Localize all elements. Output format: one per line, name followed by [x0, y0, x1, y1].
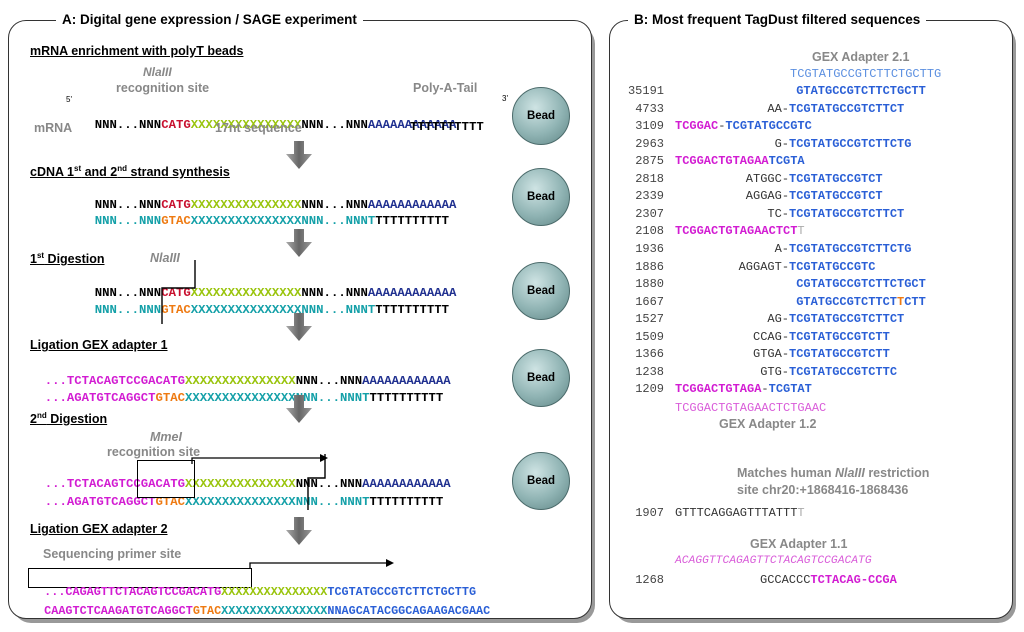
row-count: 2339 — [635, 189, 664, 204]
bead-icon: Bead — [512, 349, 570, 407]
row-count: 2818 — [635, 171, 664, 186]
section-4-title: Ligation GEX adapter 1 — [30, 338, 168, 352]
row-1268-seq: GCCACCCTCTACAG-CCGA — [760, 573, 897, 587]
row-sequence: TCGGAC-TCGTATGCCGTC — [675, 119, 812, 134]
down-arrow-icon — [286, 229, 312, 257]
lig1-bottom-strand: ...AGATGTCAGGCTGTACXXXXXXXXXXXXXXXNNN...… — [44, 391, 444, 405]
down-arrow-icon — [286, 395, 312, 423]
row-count: 2108 — [635, 224, 664, 239]
row-count: 2963 — [635, 136, 664, 151]
row-sequence: TCGGACTGTAGA-TCGTAT — [675, 382, 812, 397]
17nt-label: 17nt sequence — [215, 121, 302, 135]
row-sequence: GTATGCCGTCTTCTGCTT — [796, 84, 926, 98]
lig2-bottom-strand: CAAGTCTCAAGATGTCAGGCTGTACXXXXXXXXXXXXXXX… — [44, 604, 491, 618]
cdna-top-strand: NNN...NNNCATGXXXXXXXXXXXXXXXNNN...NNNAAA… — [94, 198, 457, 212]
row-sequence: GTATGCCGTCTTCTTCTT — [796, 294, 926, 309]
row-sequence: AGGAG-TCGTATGCCGTCT — [745, 189, 883, 204]
row-count: 2307 — [635, 206, 664, 221]
three-prime-label: 3' — [502, 94, 508, 103]
bead-icon: Bead — [512, 262, 570, 320]
lig1-top-strand: ...TCTACAGTCCGACATGXXXXXXXXXXXXXXXNNN...… — [44, 374, 451, 388]
row-count: 1366 — [635, 347, 664, 362]
mmei-label: MmeI — [150, 430, 182, 444]
row-count: 1238 — [635, 364, 664, 379]
row-sequence: AG-TCGTATGCCGTCTTCT — [767, 312, 905, 327]
row-count: 1936 — [635, 241, 664, 256]
digest1-bottom-strand: NNN...NNNGTACXXXXXXXXXXXXXXXNNN...NNNTTT… — [94, 303, 449, 317]
bead-icon: Bead — [512, 87, 570, 145]
gex-adapter-12-label: GEX Adapter 1.2 — [719, 417, 817, 431]
gex-adapter-12-seq: TCGGACTGTAGAACTCTGAAC — [675, 401, 827, 415]
cut-site-line — [161, 260, 196, 324]
digest2-bottom-strand: ...AGATGTCAGGCTGTACXXXXXXXXXXXXXXXNNN...… — [44, 495, 444, 509]
nlaiii-label: NlaIII — [143, 65, 172, 79]
panel-b — [609, 20, 1013, 619]
gex-adapter-11-seq: ACAGGTTCAGAGTTCTACAGTCCGACATG — [675, 555, 872, 567]
mrna-label: mRNA — [34, 121, 73, 135]
poly-a-tail-label: Poly-A-Tail — [413, 81, 478, 95]
row-count: 1527 — [635, 312, 664, 327]
bead-icon: Bead — [512, 168, 570, 226]
bead-icon: Bead — [512, 452, 570, 510]
primer-site-box — [28, 568, 252, 588]
row-count: 1667 — [635, 294, 664, 309]
five-prime-label: 5' — [66, 95, 72, 104]
row-sequence: ATGGC-TCGTATGCCGTCT — [745, 171, 883, 186]
section-5-title: 2nd Digestion — [30, 411, 108, 427]
lig2-top-strand: ...CAGAGTTCTACAGTCCGACATGXXXXXXXXXXXXXXX… — [44, 585, 477, 599]
mmei-span-arrow — [191, 454, 328, 464]
primer-span-arrow — [249, 559, 394, 569]
row-count: 1886 — [635, 259, 664, 274]
row-sequence: GTG-TCGTATGCCGTCTTC — [760, 364, 898, 379]
row-sequence: CGTATGCCGTCTTCTGCT — [796, 277, 926, 292]
sequencing-primer-label: Sequencing primer site — [43, 547, 182, 561]
gex-adapter-21-label: GEX Adapter 2.1 — [812, 50, 910, 64]
digest2-top-strand: ...TCTACAGTCCGACATGXXXXXXXXXXXXXXXNNN...… — [44, 477, 451, 491]
down-arrow-icon — [286, 141, 312, 169]
row-sequence: GTGA-TCGTATGCCGTCTT — [753, 347, 890, 362]
recognition-site-label: recognition site — [116, 81, 210, 95]
down-arrow-icon — [286, 517, 312, 545]
mrna-top-strand: NNN...NNNCATGXXXXXXXXXXXXXXXNNN...NNNAAA… — [94, 118, 457, 132]
row-sequence: CCAG-TCGTATGCCGTCTT — [753, 329, 890, 344]
matches-human-label: Matches human NlaIII restriction — [737, 466, 930, 480]
row-sequence: TC-TCGTATGCCGTCTTCT — [767, 206, 905, 221]
section-2-title: cDNA 1st and 2nd strand synthesis — [30, 164, 230, 180]
cdna-bottom-strand: NNN...NNNGTACXXXXXXXXXXXXXXXNNN...NNNTTT… — [94, 214, 449, 228]
cut-site-line-2 — [307, 454, 326, 510]
gex-adapter-21-seq: TCGTATGCCGTCTTCTGCTTG — [790, 67, 942, 81]
row-sequence: G-TCGTATGCCGTCTTCTG — [774, 136, 912, 151]
panel-b-title: B: Most frequent TagDust filtered sequen… — [628, 12, 927, 27]
section-6-title: Ligation GEX adapter 2 — [30, 522, 168, 536]
row-sequence: AGGAGT-TCGTATGCCGTC — [738, 259, 876, 274]
row-sequence: TCGGACTGTAGAATCGTA — [675, 154, 805, 169]
gex-adapter-11-label: GEX Adapter 1.1 — [750, 537, 848, 551]
panel-a-title: A: Digital gene expression / SAGE experi… — [56, 12, 363, 27]
matches-site-label: site chr20:+1868416-1868436 — [737, 483, 909, 497]
row-sequence: TCGGACTGTAGAACTCTT — [675, 224, 805, 239]
row-count: 1209 — [635, 382, 664, 397]
down-arrow-icon — [286, 313, 312, 341]
row-count: 3109 — [635, 119, 664, 134]
row-count: 1509 — [635, 329, 664, 344]
row-sequence: AA-TCGTATGCCGTCTTCT — [767, 101, 905, 116]
row-sequence: A-TCGTATGCCGTCTTCTG — [774, 241, 912, 256]
row-count: 1880 — [635, 277, 664, 292]
nlaiii-label-2: NlaIII — [150, 251, 180, 265]
digest1-top-strand: NNN...NNNCATGXXXXXXXXXXXXXXXNNN...NNNAAA… — [94, 286, 457, 300]
section-1-title: mRNA enrichment with polyT beads — [30, 44, 244, 58]
row-1907-count: 1907 — [635, 506, 664, 520]
row-count: 4733 — [635, 101, 664, 116]
mmei-site-box — [137, 460, 195, 498]
row-count: 2875 — [635, 154, 664, 169]
polyt-strand: TTTTTTTTTT — [410, 120, 484, 134]
mmei-recognition-label: recognition site — [107, 445, 201, 459]
row-1268-count: 1268 — [635, 573, 664, 587]
row-1907-seq: GTTTCAGGAGTTTATTTT — [675, 506, 805, 520]
row-count: 35191 — [627, 84, 664, 98]
section-3-title: 1st Digestion — [30, 251, 105, 267]
